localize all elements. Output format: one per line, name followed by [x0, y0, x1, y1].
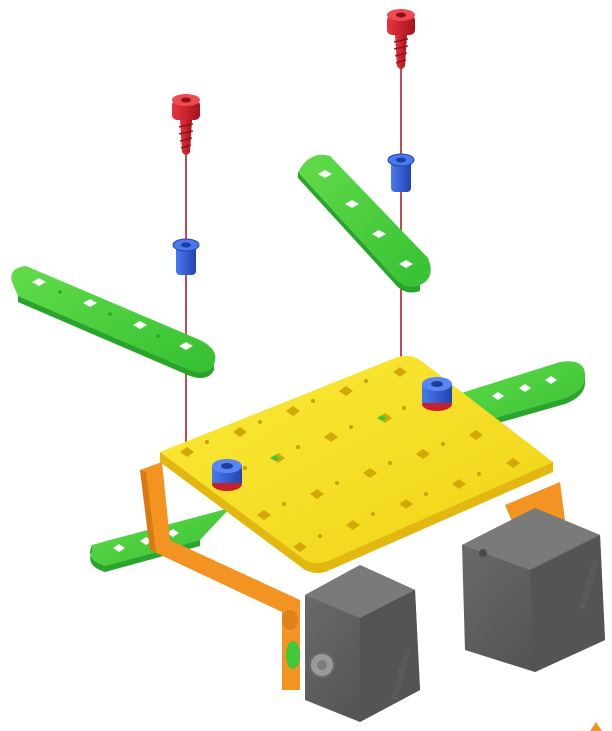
corner-mark [590, 722, 602, 731]
green-strip-upper-left [11, 266, 215, 378]
motor-front: RoboRobo [286, 565, 420, 722]
screw-right [387, 9, 415, 69]
bushing-on-plate-right [422, 377, 452, 411]
screw-left [172, 94, 200, 155]
motor-back: RoboRobo [462, 508, 605, 672]
bushing-on-plate-left [212, 459, 242, 491]
bushing-floating-left [173, 239, 199, 275]
bushing-floating-right [388, 154, 414, 192]
